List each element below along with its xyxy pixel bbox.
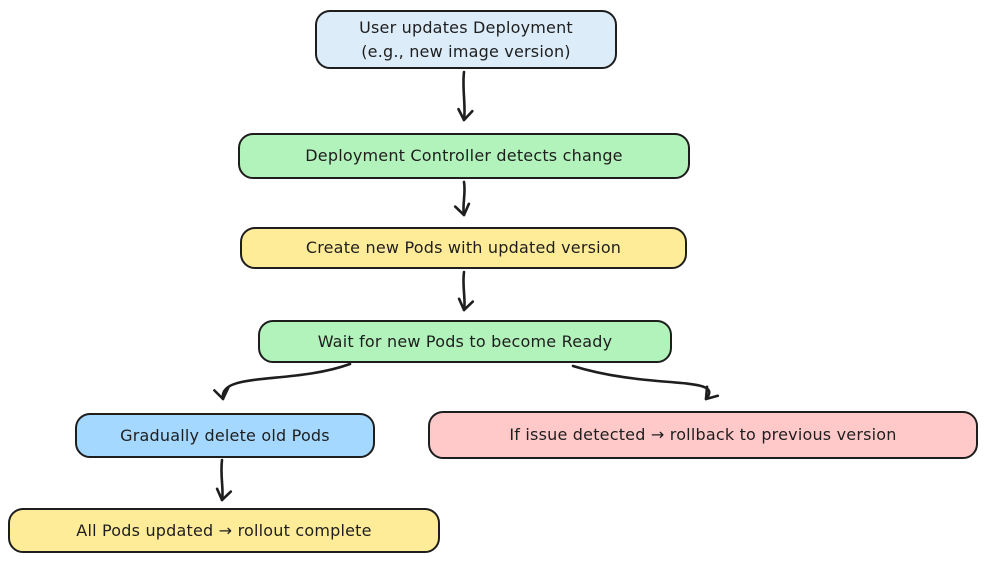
arrow-delete-to-complete bbox=[215, 458, 233, 502]
arrow-user-to-controller bbox=[457, 70, 474, 122]
node-controller-detects-change: Deployment Controller detects change bbox=[238, 133, 690, 179]
node-delete-old-pods: Gradually delete old Pods bbox=[75, 413, 375, 458]
node-label: User updates Deployment (e.g., new image… bbox=[359, 18, 573, 61]
arrow-controller-to-create bbox=[453, 180, 471, 217]
node-wait-pods-ready: Wait for new Pods to become Ready bbox=[258, 320, 672, 363]
arrow-wait-to-delete bbox=[213, 362, 352, 401]
node-label: Wait for new Pods to become Ready bbox=[317, 331, 613, 351]
arrow-create-to-wait bbox=[457, 270, 475, 312]
node-label: All Pods updated → rollout complete bbox=[76, 520, 372, 540]
node-label: Gradually delete old Pods bbox=[120, 425, 330, 445]
node-label: Deployment Controller detects change bbox=[305, 146, 623, 166]
node-user-updates-deployment: User updates Deployment (e.g., new image… bbox=[315, 10, 617, 69]
node-label: If issue detected → rollback to previous… bbox=[509, 425, 897, 445]
node-create-new-pods: Create new Pods with updated version bbox=[240, 227, 687, 269]
arrow-wait-to-rollback bbox=[571, 364, 720, 401]
node-rollout-complete: All Pods updated → rollout complete bbox=[8, 508, 440, 553]
node-rollback-on-issue: If issue detected → rollback to previous… bbox=[428, 411, 978, 459]
node-label: Create new Pods with updated version bbox=[305, 238, 622, 258]
